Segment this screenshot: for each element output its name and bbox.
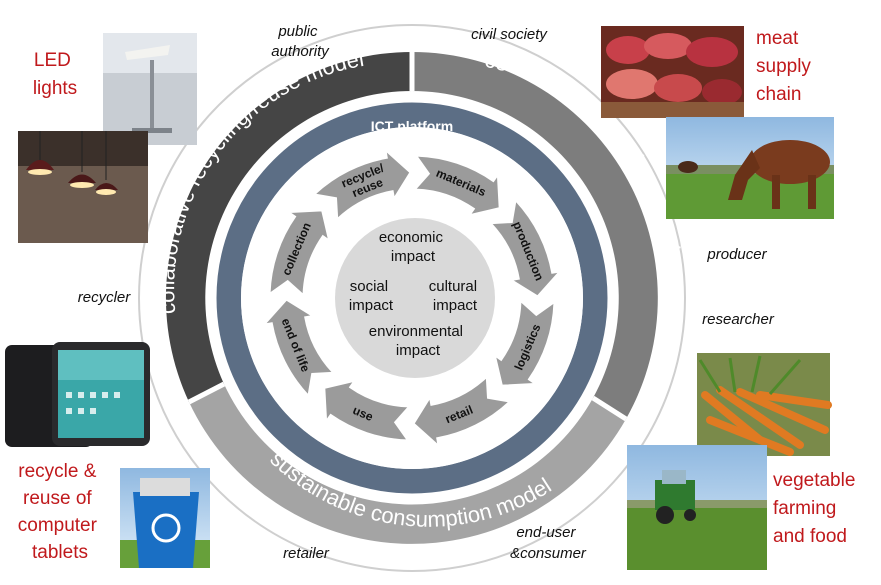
- outer-ring-consumption-segment: [189, 384, 626, 544]
- carrots-photo: [697, 353, 832, 456]
- outer-ring-cocreation-segment: [412, 52, 658, 419]
- outer-ring-recycling-segment: [165, 51, 412, 402]
- stakeholder-researcher: researcher: [702, 311, 775, 328]
- led-lamp-photo: [103, 33, 197, 145]
- cycle-arrow: [494, 300, 555, 386]
- cycle-arrow: [413, 376, 510, 447]
- impact-center-circle: [335, 218, 495, 378]
- cycle-arrow: [314, 149, 411, 220]
- cycle-arrow: [324, 380, 410, 441]
- example-vegetable-farming: vegetable farming and food: [773, 470, 861, 547]
- example-led-lights: LED lights: [33, 50, 77, 99]
- stakeholder-recycler: recycler: [78, 289, 132, 306]
- cycle-arrow: [414, 155, 500, 216]
- stakeholder-retailer: retailer: [283, 545, 330, 562]
- stakeholder-producer: producer: [706, 246, 767, 263]
- outer-boundary-circle: [138, 24, 686, 572]
- tablet-photo: [5, 342, 150, 447]
- impact-cultural: cultural impact: [429, 278, 482, 314]
- platform-ring: [215, 101, 609, 495]
- stakeholder-public-authority: public authority: [271, 23, 330, 60]
- impact-economic: economic impact: [379, 229, 447, 265]
- cycle-arrow: [490, 200, 561, 297]
- recycling-bin-photo: [120, 468, 210, 568]
- impact-environmental: environmental impact: [369, 323, 467, 359]
- stakeholder-end-user: end-user &consumer: [510, 524, 587, 562]
- example-recycle-tablets: recycle & reuse of computer tablets: [18, 461, 102, 563]
- pendant-lights-photo: [18, 131, 148, 243]
- cow-photo: [666, 117, 834, 219]
- cycle-arrow: [263, 299, 334, 396]
- cycle-arrow: [269, 210, 330, 296]
- platform-label: ICT platform: [371, 118, 453, 134]
- tractor-photo: [627, 445, 767, 570]
- impact-social: social impact: [349, 278, 394, 314]
- stakeholder-civil-society: civil society: [471, 26, 548, 43]
- example-meat-supply-chain: meat supply chain: [756, 28, 816, 105]
- meat-photo: [601, 26, 744, 118]
